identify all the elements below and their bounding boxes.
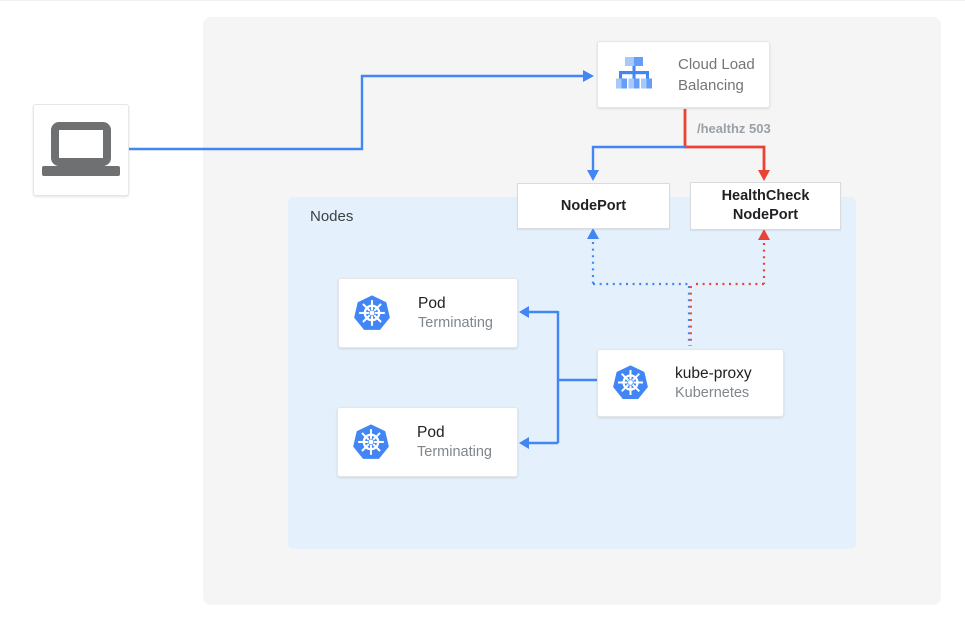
pod-2-status: Terminating <box>417 443 492 460</box>
pod-1-title: Pod <box>418 294 446 312</box>
kube-proxy-title: kube-proxy <box>675 364 752 382</box>
kubernetes-icon <box>352 424 390 461</box>
pod-1-status: Terminating <box>418 314 493 331</box>
healthz-503-label: /healthz 503 <box>697 121 771 136</box>
pod-2-title: Pod <box>417 423 445 441</box>
kube-proxy-card: kube-proxy Kubernetes <box>597 349 784 417</box>
kube-proxy-subtitle: Kubernetes <box>675 384 750 401</box>
healthcheck-label-line1: HealthCheck <box>721 188 810 204</box>
cloud-load-balancing-label: Cloud Load Balancing <box>678 55 755 94</box>
load-balancer-icon <box>616 56 652 88</box>
client-laptop-card <box>33 104 129 196</box>
cloud-load-balancing-card: Cloud Load Balancing <box>597 41 770 108</box>
kubernetes-icon <box>353 295 391 332</box>
healthcheck-label-line2: NodePort <box>732 207 799 223</box>
nodeport-box: NodePort <box>517 183 670 229</box>
pod-2-card: Pod Terminating <box>337 407 518 477</box>
nodeport-label: NodePort <box>560 197 627 214</box>
kubernetes-icon <box>612 365 649 401</box>
nodes-label: Nodes <box>310 208 354 225</box>
healthcheck-nodeport-box: HealthCheck NodePort <box>690 182 841 230</box>
laptop-icon <box>42 122 120 176</box>
pod-1-card: Pod Terminating <box>338 278 518 348</box>
